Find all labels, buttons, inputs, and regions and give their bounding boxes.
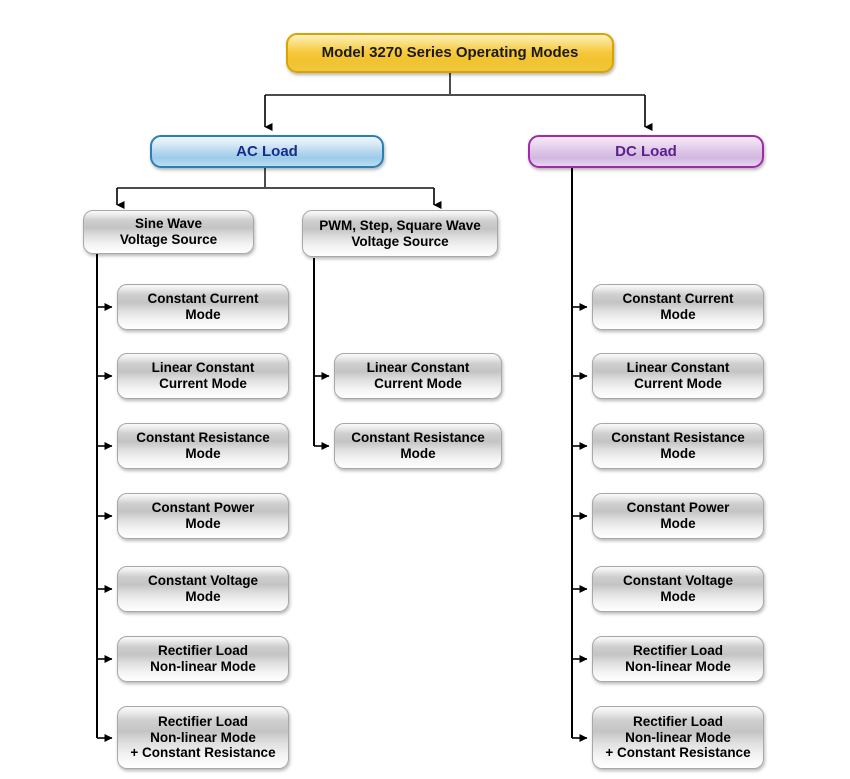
mode-node-dc-constant-current[interactable]: Constant Current Mode xyxy=(592,284,764,330)
mode-node-dc-constant-resistance[interactable]: Constant Resistance Mode xyxy=(592,423,764,469)
mode-node-dc-rectifier-load-non-linear-plus-constant-resistance[interactable]: Rectifier Load Non-linear Mode + Constan… xyxy=(592,706,764,769)
mode-node-ac-sine-rectifier-load-non-linear[interactable]: Rectifier Load Non-linear Mode xyxy=(117,636,289,682)
mode-node-ac-pwm-linear-constant-current[interactable]: Linear Constant Current Mode xyxy=(334,353,502,399)
branch-node-dc-load[interactable]: DC Load xyxy=(528,135,764,168)
source-node-pwm-step-square-wave-voltage-source[interactable]: PWM, Step, Square Wave Voltage Source xyxy=(302,210,498,257)
mode-node-ac-sine-linear-constant-current[interactable]: Linear Constant Current Mode xyxy=(117,353,289,399)
mode-node-ac-sine-constant-resistance[interactable]: Constant Resistance Mode xyxy=(117,423,289,469)
mode-node-dc-constant-voltage[interactable]: Constant Voltage Mode xyxy=(592,566,764,612)
root-node-operating-modes[interactable]: Model 3270 Series Operating Modes xyxy=(286,33,614,73)
mode-node-dc-rectifier-load-non-linear[interactable]: Rectifier Load Non-linear Mode xyxy=(592,636,764,682)
branch-node-ac-load[interactable]: AC Load xyxy=(150,135,384,168)
mode-node-dc-linear-constant-current[interactable]: Linear Constant Current Mode xyxy=(592,353,764,399)
mode-node-ac-sine-constant-power[interactable]: Constant Power Mode xyxy=(117,493,289,539)
mode-node-dc-constant-power[interactable]: Constant Power Mode xyxy=(592,493,764,539)
mode-node-ac-sine-constant-voltage[interactable]: Constant Voltage Mode xyxy=(117,566,289,612)
mode-node-ac-sine-rectifier-load-non-linear-plus-constant-resistance[interactable]: Rectifier Load Non-linear Mode + Constan… xyxy=(117,706,289,769)
mode-node-ac-pwm-constant-resistance[interactable]: Constant Resistance Mode xyxy=(334,423,502,469)
mode-node-ac-sine-constant-current[interactable]: Constant Current Mode xyxy=(117,284,289,330)
source-node-sine-wave-voltage-source[interactable]: Sine Wave Voltage Source xyxy=(83,210,254,254)
